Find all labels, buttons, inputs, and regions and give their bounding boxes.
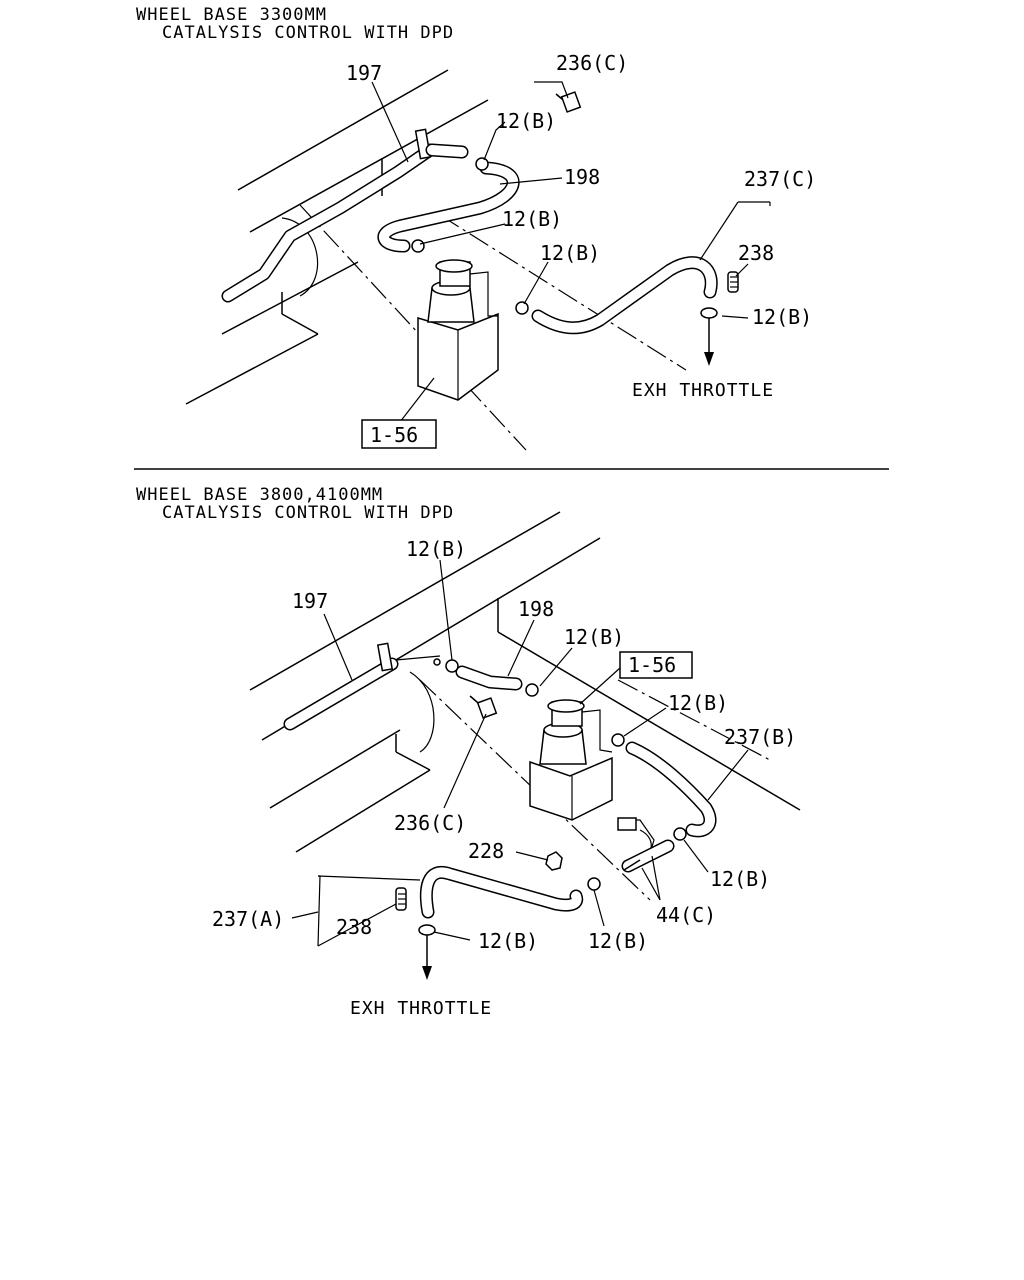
bottom-label-12b-2: 12(B) (564, 625, 624, 649)
top-label-12b-3: 12(B) (540, 241, 600, 265)
bottom-bolt-236c (469, 695, 498, 719)
top-header-catalysis: CATALYSIS CONTROL WITH DPD (162, 23, 454, 43)
bottom-exh-arrow (422, 935, 432, 980)
top-hose-237c (531, 256, 718, 335)
bottom-solenoid-valve (529, 699, 613, 821)
top-label-12b-1: 12(B) (496, 109, 556, 133)
top-exh-arrow (704, 318, 714, 366)
bottom-label-12b-mid: 12(B) (588, 929, 648, 953)
bottom-pipe-197 (283, 642, 441, 731)
bottom-header-catalysis: CATALYSIS CONTROL WITH DPD (162, 503, 454, 523)
top-diagram: WHEEL BASE 3300MM CATALYSIS CONTROL WITH… (136, 5, 816, 451)
top-ref-1-56: 1-56 (370, 423, 418, 447)
bottom-label-12b-3: 12(B) (668, 691, 728, 715)
bottom-frame-rails (249, 511, 801, 853)
top-label-12b-4: 12(B) (752, 305, 812, 329)
bottom-leaders (291, 559, 749, 947)
bottom-diagram: WHEEL BASE 3800,4100MM CATALYSIS CONTROL… (136, 485, 801, 1019)
top-solenoid-valve (417, 259, 499, 401)
bottom-hose-237b (625, 741, 717, 838)
bottom-label-237a: 237(A) (212, 907, 284, 931)
bottom-label-12b-low: 12(B) (478, 929, 538, 953)
bottom-header-wheelbase: WHEEL BASE 3800,4100MM (136, 485, 383, 505)
top-bolt-236c (555, 91, 582, 113)
top-label-198: 198 (564, 165, 600, 189)
bottom-label-12b-top: 12(B) (406, 537, 466, 561)
bottom-label-12b-right: 12(B) (710, 867, 770, 891)
bottom-ref-1-56: 1-56 (628, 653, 676, 677)
top-hose-198 (377, 143, 520, 253)
top-label-238: 238 (738, 241, 774, 265)
bottom-hose-237a (419, 866, 584, 919)
bottom-label-238: 238 (336, 915, 372, 939)
bottom-bracket-44c (617, 817, 675, 873)
top-label-236c: 236(C) (556, 51, 628, 75)
bottom-centerline-2 (617, 679, 771, 761)
top-header-wheelbase: WHEEL BASE 3300MM (136, 5, 327, 25)
bottom-hose-198 (455, 665, 523, 691)
bottom-exh-throttle-label: EXH THROTTLE (350, 998, 492, 1019)
top-label-12b-2: 12(B) (502, 207, 562, 231)
bottom-label-237b: 237(B) (724, 725, 796, 749)
bottom-label-197: 197 (292, 589, 328, 613)
top-exh-throttle-label: EXH THROTTLE (632, 380, 774, 401)
top-label-237c: 237(C) (744, 167, 816, 191)
top-centerline (299, 204, 527, 451)
bottom-label-44c: 44(C) (656, 903, 716, 927)
top-leaders (371, 81, 771, 423)
bottom-label-228: 228 (468, 839, 504, 863)
top-frame-rails (185, 69, 489, 405)
top-centerline-2 (439, 214, 687, 371)
top-pipe-197 (221, 128, 437, 303)
bottom-ref-box (619, 651, 693, 679)
top-label-197: 197 (346, 61, 382, 85)
top-ref-box (361, 419, 437, 449)
bottom-label-198: 198 (518, 597, 554, 621)
bottom-label-236c: 236(C) (394, 811, 466, 835)
